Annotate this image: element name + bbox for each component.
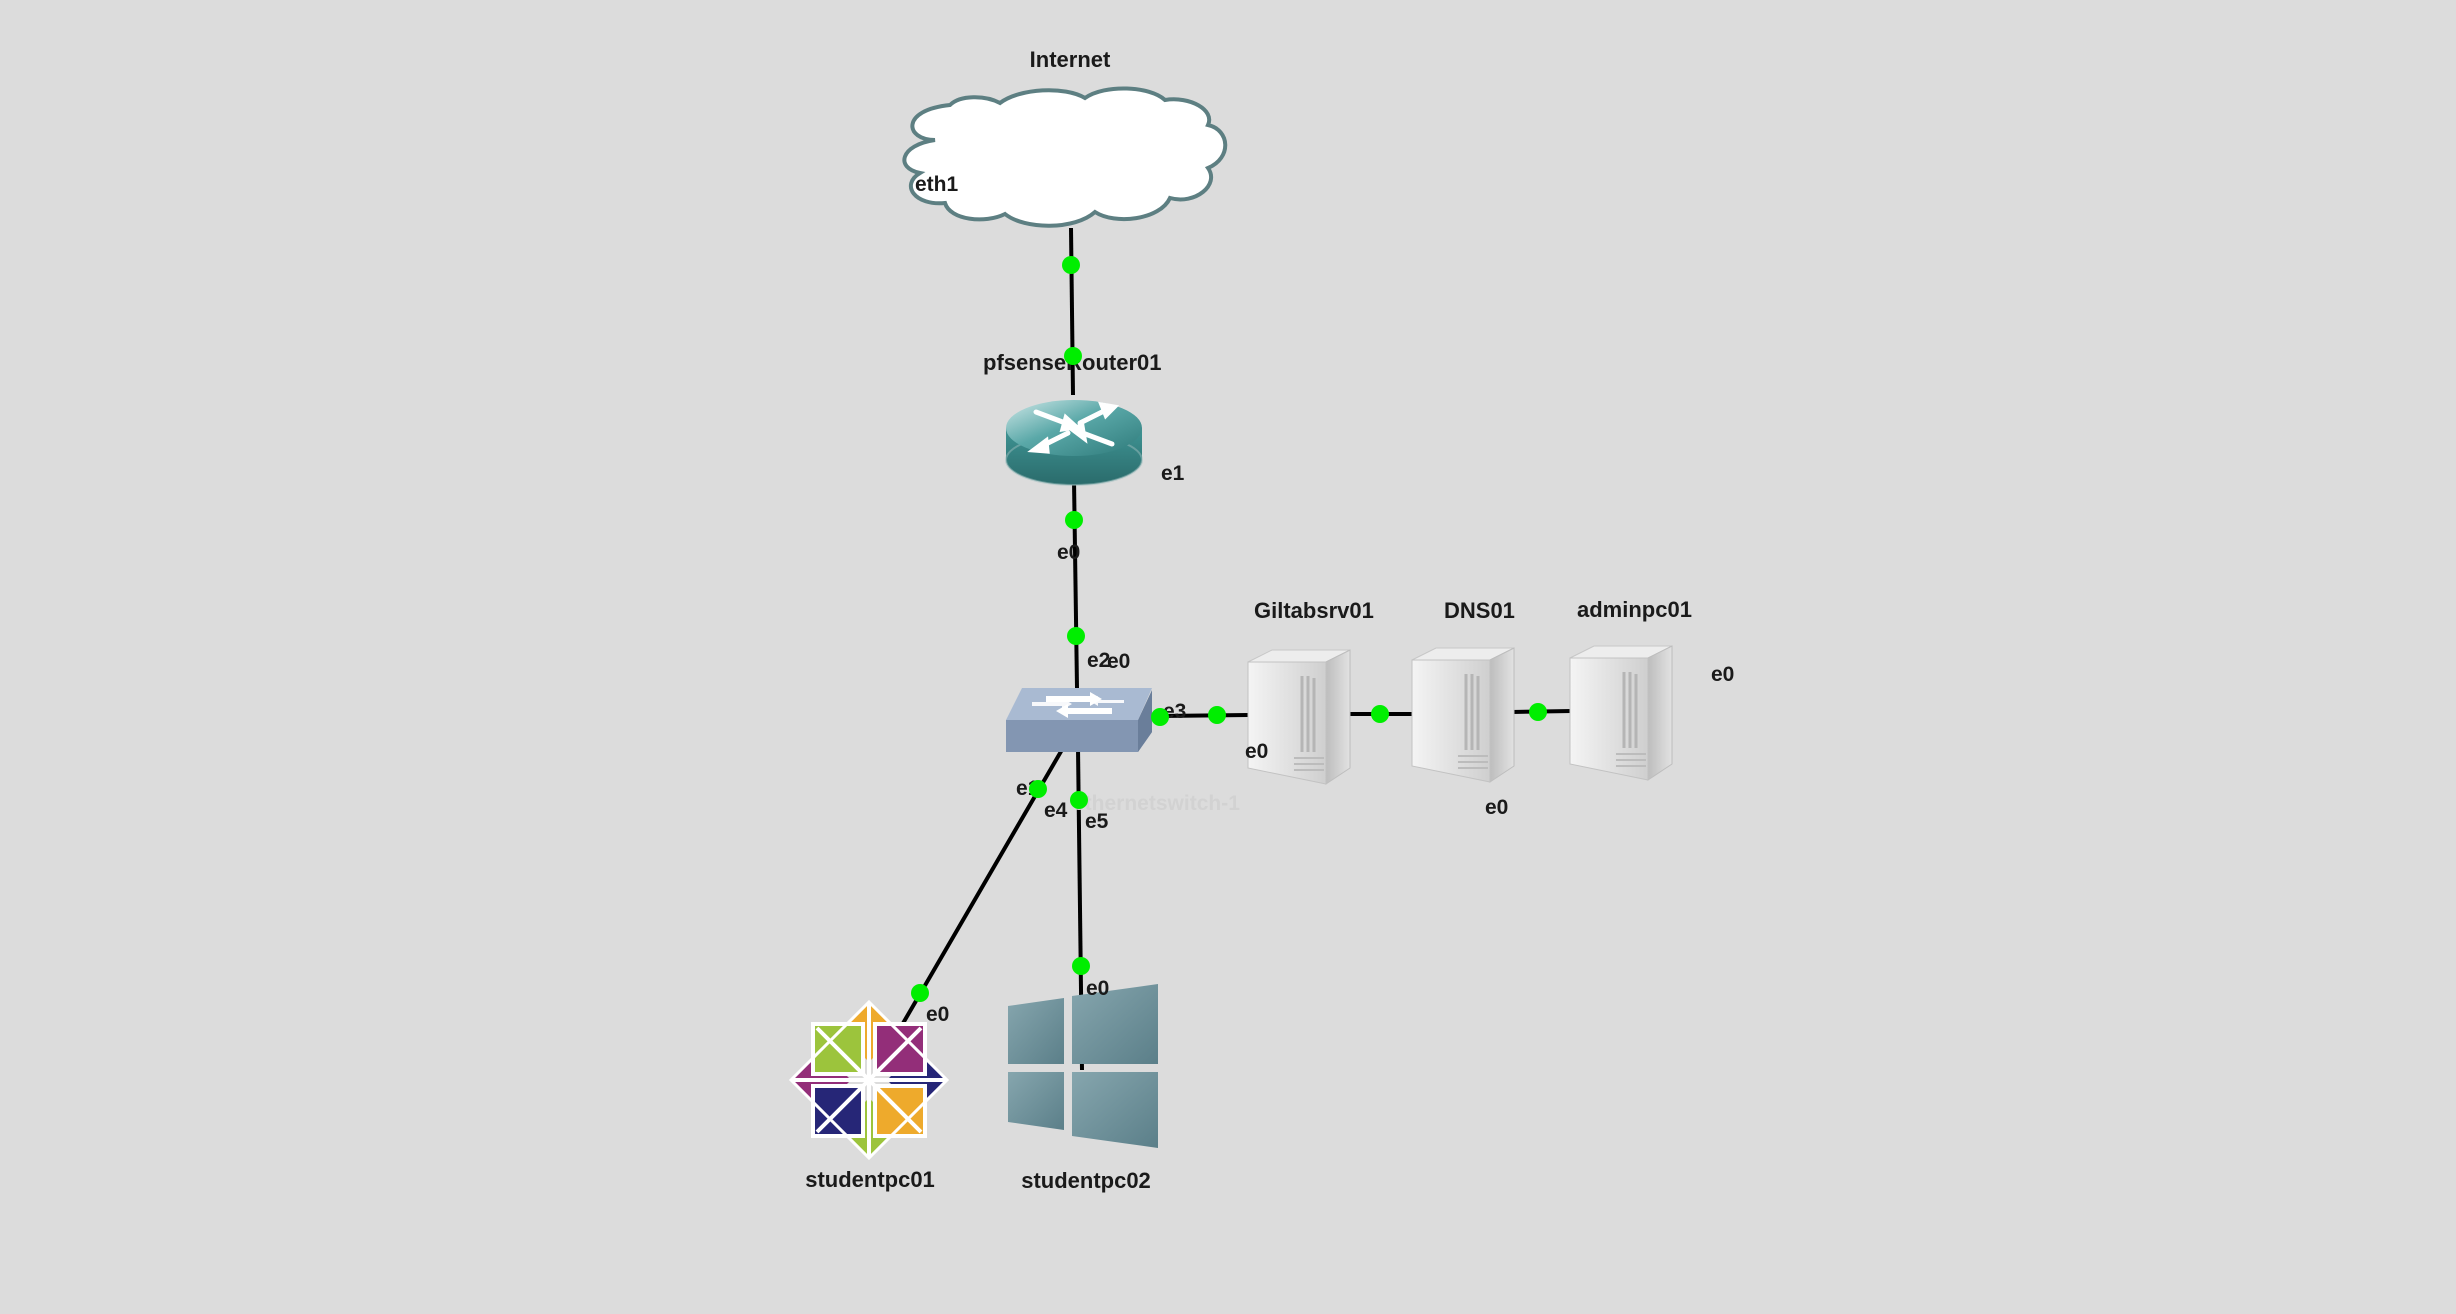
status-dot [1029, 780, 1047, 798]
port-label-gitlab-e0: e0 [1245, 740, 1268, 763]
status-dot [1529, 703, 1547, 721]
status-dot [1067, 627, 1085, 645]
link-internet-router[interactable] [1069, 227, 1075, 396]
node-adminpc01[interactable] [1569, 645, 1673, 781]
link-switch-gitlab[interactable] [1159, 713, 1249, 718]
node-giltabsrv01[interactable] [1247, 649, 1351, 785]
node-label-giltabsrv01: Giltabsrv01 [1254, 598, 1374, 623]
node-label-studentpc02: studentpc02 [1021, 1168, 1151, 1193]
status-dot [911, 984, 929, 1002]
status-dot [1064, 347, 1082, 365]
server-icon [1411, 647, 1515, 783]
status-dot [1070, 791, 1088, 809]
port-label-e0: e0 [1057, 541, 1080, 564]
port-label-student1-e0: e0 [926, 1003, 949, 1026]
node-label-adminpc01: adminpc01 [1577, 597, 1692, 622]
port-label-eth1: eth1 [915, 173, 959, 196]
windows-logo-icon [1008, 984, 1158, 1148]
node-label-studentpc01: studentpc01 [805, 1167, 935, 1192]
status-dot [1371, 705, 1389, 723]
port-label-e2: e2 [1087, 649, 1110, 672]
node-label: ethernetswitch-1 [1073, 792, 1240, 815]
port-label-admin-e0: e0 [1711, 663, 1734, 686]
node-label-dns01: DNS01 [1444, 598, 1515, 623]
status-dot [1062, 256, 1080, 274]
link-status-indicators [911, 256, 1547, 1002]
node-studentpc02[interactable] [1008, 984, 1158, 1148]
server-icon [1569, 645, 1673, 781]
port-label-e5: e5 [1085, 810, 1109, 833]
status-dot [1151, 708, 1169, 726]
port-label-e4: e4 [1044, 799, 1068, 822]
node-pfsenserouter01[interactable]: pfsenseRouter01 e1 e0 [983, 350, 1185, 564]
server-icon [1247, 649, 1351, 785]
node-internet[interactable]: Internet eth1 [902, 47, 1228, 228]
node-dns01[interactable] [1411, 647, 1515, 783]
status-dot [1072, 957, 1090, 975]
node-studentpc01[interactable] [788, 999, 950, 1161]
status-dot [1065, 511, 1083, 529]
node-label: Internet [1030, 47, 1111, 72]
router-icon [1005, 400, 1143, 486]
port-label-student2-e0: e0 [1086, 977, 1109, 1000]
node-ethernetswitch-1[interactable]: ethernetswitch-1 e2 e0 e3 e1 e4 e5 [1006, 649, 1240, 833]
cloud-icon [902, 86, 1228, 228]
port-label-e0: e0 [1107, 650, 1130, 673]
port-label-e1: e1 [1161, 462, 1185, 485]
status-dot [1208, 706, 1226, 724]
ethernet-switch-icon [1006, 688, 1152, 752]
centos-logo-icon [788, 999, 950, 1161]
port-label-dns-e0: e0 [1485, 796, 1508, 819]
